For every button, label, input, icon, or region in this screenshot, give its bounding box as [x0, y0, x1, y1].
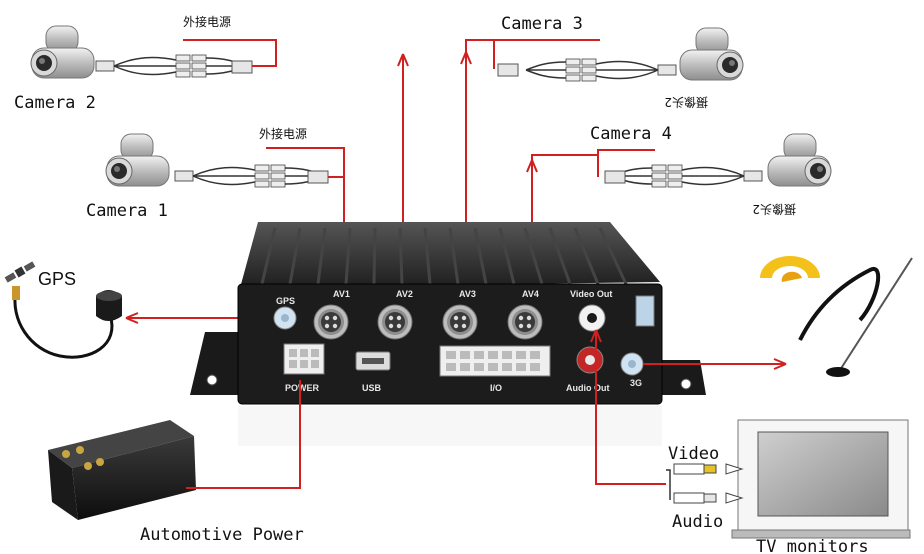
camera-4-label: Camera 4 [590, 124, 672, 144]
3g-antenna-icon [798, 257, 913, 377]
video-out-wire [590, 329, 666, 485]
dvr-reflection [238, 406, 662, 446]
automotive-battery-icon [48, 420, 196, 520]
dvr-power-port[interactable] [283, 343, 325, 375]
gps-label: GPS [38, 269, 76, 289]
tv-monitors-label: TV monitors [756, 537, 869, 554]
satellite-icon [4, 261, 36, 283]
battery-label: Automotive Power [140, 525, 304, 545]
camera-4-icon [767, 133, 832, 187]
camera-4-caption: 摄像头2 [752, 202, 796, 217]
dvr-av1-port[interactable] [313, 304, 349, 340]
3g-wire [644, 358, 787, 370]
tv-monitor-icon [731, 419, 911, 539]
dvr-io-port-label: I/O [490, 383, 502, 393]
camera-2-cable-icon [95, 54, 247, 78]
power-note-camera-2: 外接电源 [183, 14, 231, 29]
dvr-3g-port-label: 3G [630, 378, 642, 388]
dvr-av4-port-label: AV4 [522, 289, 539, 299]
dvr-power-port-label: POWER [285, 383, 320, 393]
power-wire [186, 380, 301, 489]
dvr-gps-port-label: GPS [276, 296, 295, 306]
power-note-camera-1: 外接电源 [259, 126, 307, 141]
camera-1-label: Camera 1 [86, 201, 168, 221]
camera-3-icon [679, 27, 744, 81]
gps-antenna-icon [12, 286, 122, 359]
dvr-gps-port[interactable] [273, 306, 297, 330]
dvr-av3-port-label: AV3 [459, 289, 476, 299]
dvr-io-port[interactable] [439, 345, 551, 377]
rca-cable-icon [666, 463, 744, 504]
camera-1-cable-icon [174, 164, 326, 188]
camera-4-power-plug-icon [604, 170, 626, 184]
dvr-usb-port[interactable] [355, 351, 391, 371]
3g-logo-icon [760, 256, 820, 282]
audio-label: Audio [672, 512, 723, 532]
video-label: Video [668, 444, 719, 464]
camera-1-icon [105, 133, 170, 187]
dvr-av2-port[interactable] [377, 304, 413, 340]
dvr-av4-port[interactable] [507, 304, 543, 340]
dvr-av2-port-label: AV2 [396, 289, 413, 299]
camera-3-caption: 摄像头2 [664, 95, 708, 110]
camera-3-power-plug-icon [497, 63, 519, 77]
dvr-sim-slot[interactable] [635, 295, 655, 327]
dvr-video-out-label: Video Out [570, 289, 612, 299]
dvr-3g-port[interactable] [620, 352, 644, 376]
dvr-av1-port-label: AV1 [333, 289, 350, 299]
camera-1-power-plug-icon [307, 170, 329, 184]
camera-2-label: Camera 2 [14, 93, 96, 113]
camera-2-icon [30, 25, 95, 79]
camera-3-cable-icon [525, 58, 677, 82]
dvr-video-out-port[interactable] [578, 304, 606, 332]
dvr-audio-out-port[interactable] [576, 346, 604, 374]
camera-4-cable-icon [611, 164, 763, 188]
dvr-audio-out-label: Audio Out [566, 383, 610, 393]
camera-3-label: Camera 3 [501, 14, 583, 34]
camera-2-power-plug-icon [231, 60, 253, 74]
dvr-usb-port-label: USB [362, 383, 382, 393]
dvr-av3-port[interactable] [442, 304, 478, 340]
